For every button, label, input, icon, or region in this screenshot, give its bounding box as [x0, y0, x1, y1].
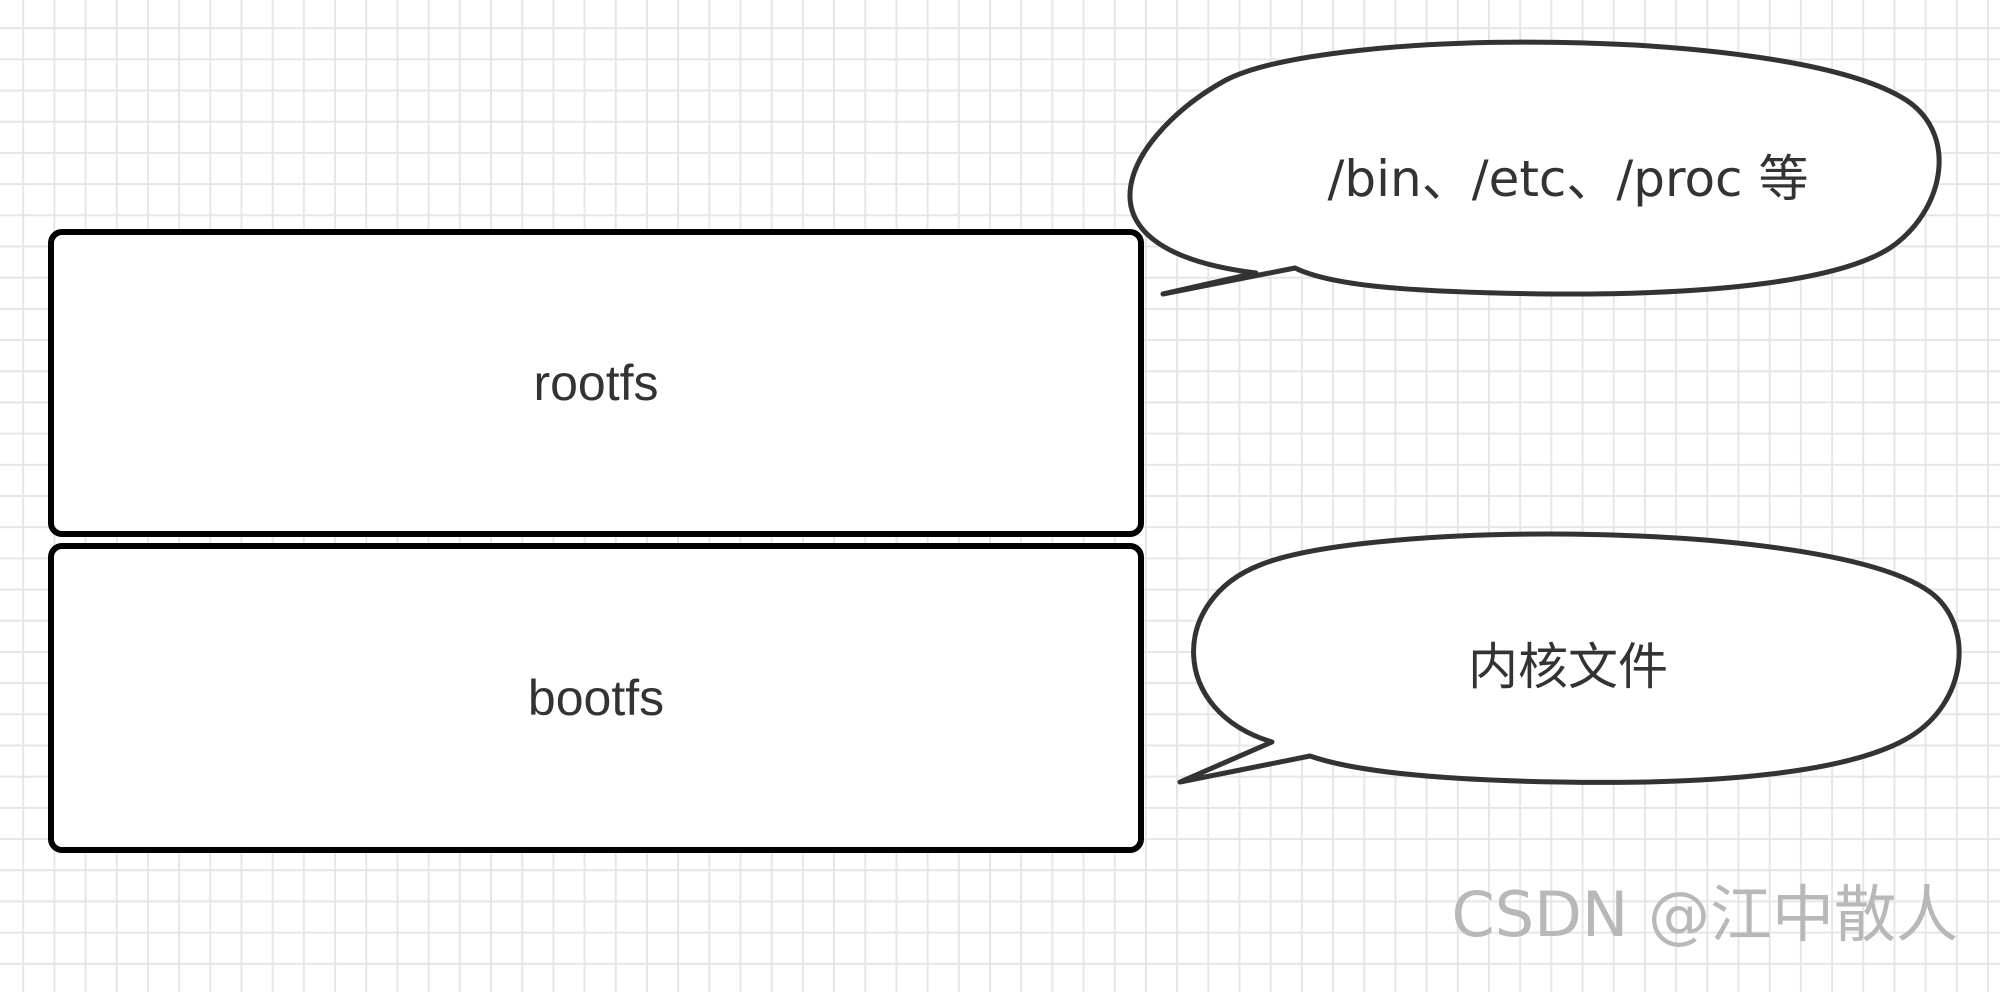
bootfs-callout-bubble	[1177, 531, 1962, 785]
bootfs-callout-text: 内核文件	[1468, 638, 1668, 696]
rootfs-label: rootfs	[533, 355, 659, 411]
rootfs-layer-box: rootfs	[48, 229, 1144, 537]
rootfs-callout-bubble	[1127, 39, 1942, 297]
bootfs-label: bootfs	[527, 670, 665, 726]
watermark-text: CSDN @江中散人	[1451, 878, 1958, 951]
bootfs-layer-box: bootfs	[48, 543, 1144, 853]
rootfs-callout-text: /bin、/etc、/proc 等	[1327, 150, 1809, 208]
